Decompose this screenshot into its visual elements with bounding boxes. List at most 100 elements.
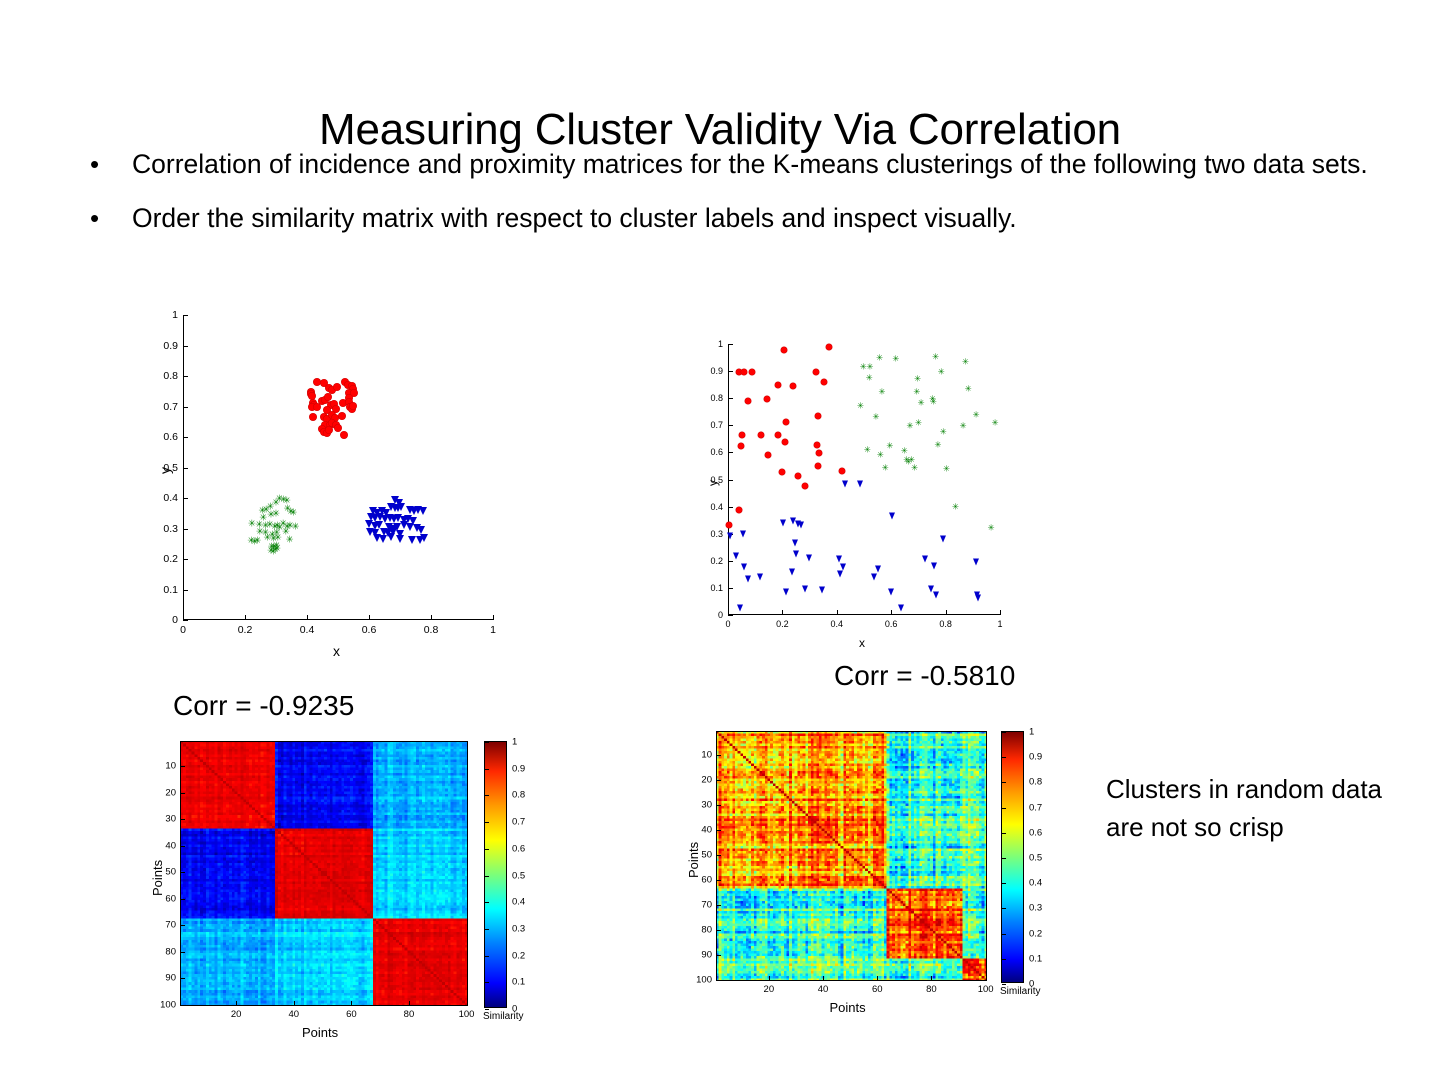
- list-item: • Correlation of incidence and proximity…: [84, 143, 1374, 185]
- data-point-star: ✳: [272, 543, 281, 555]
- data-point-circle: [330, 400, 338, 408]
- data-point-triangle-down: [397, 503, 406, 512]
- data-point-circle: [814, 412, 821, 419]
- data-point-triangle-down: [726, 532, 733, 540]
- data-point-star: ✳: [270, 521, 279, 533]
- y-axis-tick: [728, 344, 733, 345]
- data-point-star: ✳: [291, 521, 300, 533]
- x-axis-tick: [931, 976, 933, 981]
- y-axis-tick-label: 0.1: [710, 582, 723, 593]
- bullet-glyph-icon: •: [90, 203, 100, 233]
- data-point-triangle-down: [370, 522, 379, 531]
- data-point-star: ✳: [247, 535, 256, 547]
- y-axis-tick: [183, 437, 188, 438]
- y-axis-tick: [183, 376, 188, 377]
- x-axis-tick: [877, 976, 879, 981]
- data-point-circle: [765, 451, 772, 458]
- plot-area: ✳✳✳✳✳✳✳✳✳✳✳✳✳✳✳✳✳✳✳✳✳✳✳✳✳✳✳✳✳✳✳✳✳✳✳✳: [725, 344, 1001, 616]
- data-point-triangle-down: [384, 522, 393, 531]
- data-point-circle: [323, 415, 331, 423]
- data-point-triangle-down: [788, 568, 795, 576]
- x-axis-tick-label: 40: [817, 984, 829, 995]
- data-point-triangle-down: [371, 514, 380, 523]
- data-point-triangle-down: [387, 533, 396, 542]
- data-point-star: ✳: [282, 495, 291, 507]
- data-point-triangle-down: [791, 539, 798, 547]
- data-point-star: ✳: [253, 535, 262, 547]
- data-point-triangle-down: [399, 516, 408, 525]
- data-point-triangle-down: [379, 535, 388, 544]
- x-axis-tick-label: 0.2: [776, 619, 789, 629]
- data-point-triangle-down: [930, 562, 937, 570]
- colorbar-tick-label: 0.1: [512, 976, 526, 988]
- data-point-triangle-down: [841, 480, 848, 488]
- y-axis-tick-label: 60: [701, 874, 712, 886]
- y-axis-tick-label: 0.3: [163, 522, 178, 535]
- data-point-star: ✳: [906, 421, 914, 432]
- y-axis-tick: [716, 754, 721, 756]
- data-point-star: ✳: [263, 532, 272, 544]
- y-axis-tick-label: 0.7: [710, 420, 723, 431]
- data-point-star: ✳: [866, 362, 874, 373]
- data-point-circle: [774, 431, 781, 438]
- data-point-triangle-down: [783, 588, 790, 596]
- y-axis-tick-label: 30: [165, 813, 176, 825]
- data-point-star: ✳: [286, 506, 295, 518]
- data-point-star: ✳: [972, 410, 980, 421]
- data-point-star: ✳: [265, 519, 274, 531]
- colorbar-tick: [485, 768, 489, 770]
- colorbar-tick: [485, 1009, 489, 1010]
- data-point-star: ✳: [285, 534, 294, 546]
- data-point-star: ✳: [904, 457, 912, 468]
- data-point-triangle-down: [875, 565, 882, 573]
- colorbar-tick-label: 0.7: [512, 816, 526, 828]
- data-point-star: ✳: [283, 503, 292, 515]
- data-point-star: ✳: [886, 441, 894, 452]
- data-point-star: ✳: [881, 463, 889, 474]
- y-axis-tick-label: 0.6: [163, 431, 178, 443]
- y-axis-tick-label: 30: [701, 799, 712, 811]
- y-axis-tick: [716, 904, 721, 906]
- data-point-star: ✳: [275, 522, 284, 534]
- x-axis-tick-label: 0.4: [299, 624, 315, 636]
- data-point-triangle-down: [419, 507, 428, 516]
- data-point-star: ✳: [942, 464, 950, 475]
- data-point-circle: [344, 381, 352, 389]
- data-point-star: ✳: [283, 521, 292, 533]
- y-axis-tick-label: 90: [165, 972, 176, 984]
- data-point-star: ✳: [272, 540, 281, 552]
- data-point-triangle-down: [382, 508, 391, 517]
- y-axis-tick: [180, 845, 185, 847]
- data-point-circle: [349, 402, 357, 410]
- data-point-circle: [334, 424, 342, 432]
- y-axis-tick: [183, 315, 188, 316]
- data-point-circle: [813, 441, 820, 448]
- colorbar-tick-label: 0.8: [1029, 776, 1043, 788]
- data-point-star: ✳: [273, 520, 282, 532]
- data-point-circle: [345, 398, 353, 406]
- data-point-circle: [340, 431, 348, 439]
- data-point-star: ✳: [917, 398, 925, 409]
- data-point-star: ✳: [959, 421, 967, 432]
- data-point-circle: [795, 472, 802, 479]
- data-point-triangle-down: [391, 495, 400, 504]
- y-axis-tick-label: 80: [165, 946, 176, 958]
- data-point-triangle-down: [389, 515, 398, 524]
- data-point-star: ✳: [269, 533, 278, 545]
- y-axis-tick: [716, 854, 721, 856]
- y-axis-tick-label: 40: [701, 824, 712, 836]
- y-axis-tick-label: 0.4: [710, 501, 723, 512]
- data-point-star: ✳: [271, 544, 280, 556]
- x-axis-tick: [985, 976, 987, 981]
- data-point-star: ✳: [876, 450, 884, 461]
- x-axis-tick: [493, 615, 494, 620]
- y-axis-tick-label: 0.9: [163, 339, 178, 352]
- plot-border: [180, 741, 468, 1006]
- colorbar-tick: [485, 742, 489, 743]
- data-point-triangle-down: [376, 512, 385, 521]
- y-axis-tick: [728, 479, 733, 481]
- colorbar-tick: [485, 822, 489, 824]
